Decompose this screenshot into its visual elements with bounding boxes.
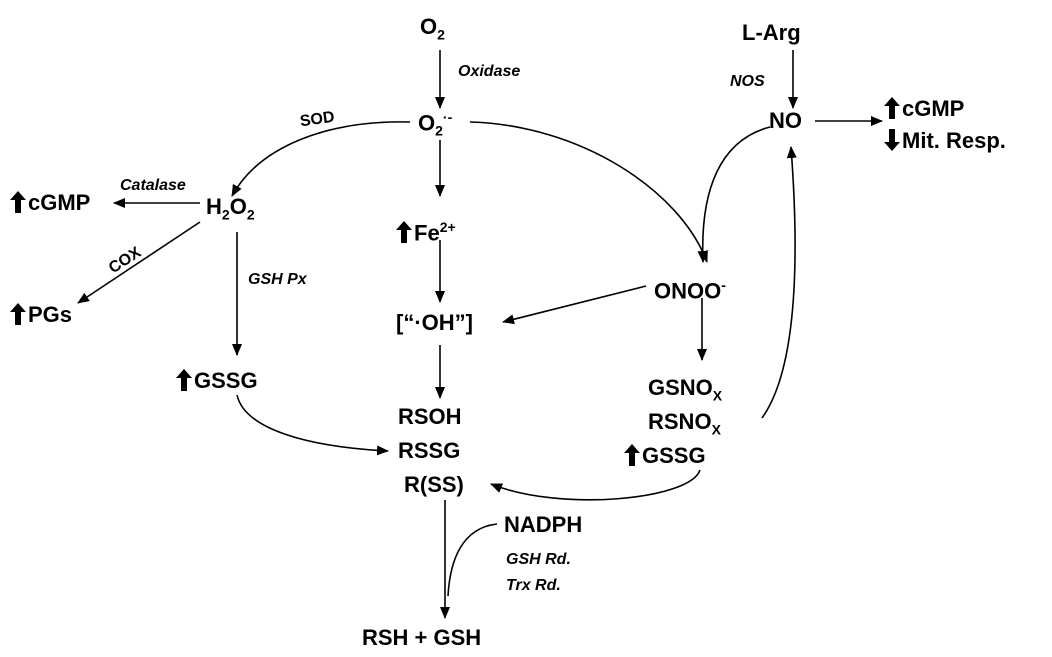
enzyme-gsh-rd: GSH Rd. bbox=[506, 551, 571, 568]
rsnox-label: RSNOX bbox=[648, 409, 721, 438]
up-arrow-icon bbox=[176, 369, 192, 391]
larg-label: L-Arg bbox=[742, 20, 801, 45]
h2o2-label: H2O2 bbox=[206, 194, 255, 223]
cgmp-left-label: cGMP bbox=[10, 190, 90, 216]
gsnox-label: GSNOX bbox=[648, 375, 723, 404]
gssg-left-label: GSSG bbox=[176, 368, 258, 394]
rsoh-label: RSOH bbox=[398, 404, 462, 429]
arrow-no-to-onoo bbox=[697, 126, 771, 263]
up-arrow-icon bbox=[396, 221, 412, 244]
product-label: RSH + GSH bbox=[362, 625, 482, 650]
nadph-label: NADPH bbox=[504, 512, 583, 537]
nadph-cofactor-curve bbox=[447, 523, 498, 597]
enzyme-nos: NOS bbox=[730, 73, 765, 90]
o2-label: O2 bbox=[420, 14, 445, 43]
up-arrow-icon bbox=[10, 191, 26, 213]
rssg-label: RSSG bbox=[398, 438, 461, 463]
mit-resp-label: Mit. Resp. bbox=[884, 128, 1006, 154]
arrow-superoxide-to-onoo bbox=[469, 121, 708, 263]
arrow-rsnox-to-no bbox=[761, 146, 797, 419]
cgmp-right-label: cGMP bbox=[884, 96, 964, 122]
onoo-label: ONOO- bbox=[654, 277, 726, 304]
arrow-superoxide-to-h2o2 bbox=[231, 121, 411, 197]
enzyme-oxidase: Oxidase bbox=[458, 63, 521, 80]
no-label: NO bbox=[769, 108, 802, 133]
arrow-gssg-right-to-rss bbox=[490, 469, 701, 501]
up-arrow-icon bbox=[624, 444, 640, 466]
enzyme-gsh-px: GSH Px bbox=[248, 271, 307, 288]
oh-label: [“·OH”] bbox=[396, 310, 473, 335]
up-arrow-icon bbox=[884, 97, 900, 119]
arrow-gssg-to-rssg bbox=[236, 394, 389, 456]
arrow-onoo-to-oh bbox=[502, 285, 647, 325]
superoxide-label: O2·- bbox=[418, 109, 453, 139]
up-arrow-icon bbox=[10, 303, 26, 325]
pgs-label: PGs bbox=[10, 302, 72, 328]
enzyme-trx-rd: Trx Rd. bbox=[506, 577, 561, 594]
enzyme-catalase: Catalase bbox=[120, 177, 186, 194]
fe-label: Fe2+ bbox=[396, 214, 456, 246]
arrow-h2o2-to-pgs bbox=[77, 221, 201, 304]
gssg-right-label: GSSG bbox=[624, 443, 706, 469]
rss-label: R(SS) bbox=[404, 472, 464, 497]
down-arrow-icon bbox=[884, 129, 900, 151]
